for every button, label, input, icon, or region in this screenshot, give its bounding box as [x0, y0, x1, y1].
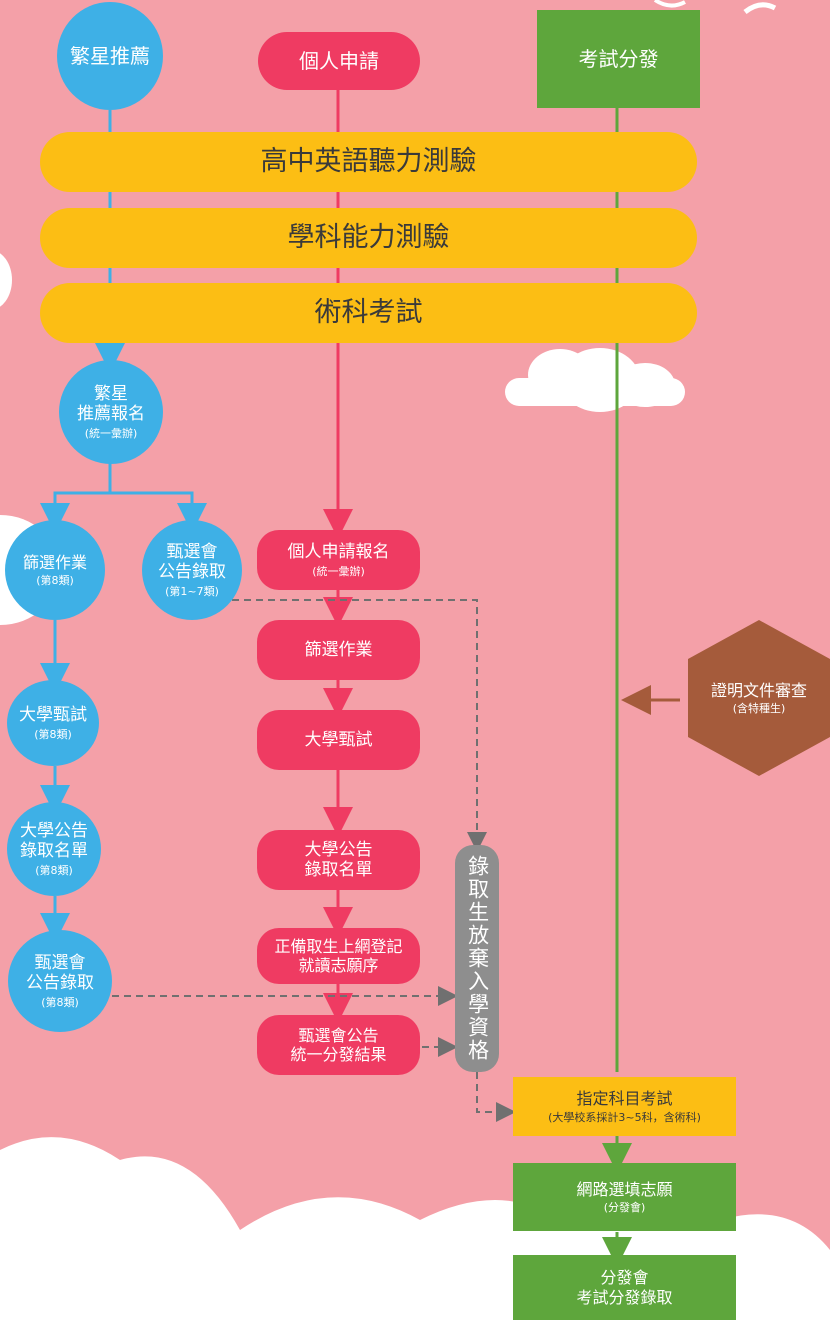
personal-register-note: (統一彙辦) [312, 564, 365, 578]
personal-result-line1: 甄選會公告 [298, 1025, 379, 1045]
star-announce-1-line2: 公告錄取 [158, 562, 226, 583]
personal-online-node: 正備取生上網登記 就讀志願序 [257, 928, 420, 984]
star-announce-1-line1: 甄選會 [166, 542, 218, 563]
personal-track-header: 個人申請 [258, 32, 420, 90]
star-list-line2: 錄取名單 [20, 841, 88, 862]
personal-result-node: 甄選會公告 統一分發結果 [257, 1015, 420, 1075]
star-register-line1: 繁星 [94, 384, 128, 405]
star-interview-node: 大學甄試 (第8類) [7, 680, 99, 766]
waiver-label: 錄取生放棄入學資格 [465, 855, 490, 1062]
final-admission-node: 分發會 考試分發錄取 [513, 1255, 736, 1320]
star-interview-label: 大學甄試 [19, 705, 87, 726]
final-admission-line1: 分發會 [600, 1268, 649, 1288]
star-register-note: (統一彙辦) [84, 426, 138, 440]
star-track-header: 繁星推薦 [57, 2, 163, 110]
subject-exam-note: (大學校系採計3~5科，含術科) [548, 1110, 701, 1124]
personal-list-node: 大學公告 錄取名單 [257, 830, 420, 890]
star-screening-note: (第8類) [36, 574, 74, 587]
personal-result-line2: 統一分發結果 [290, 1045, 387, 1064]
listening-test-band: 高中英語聽力測驗 [40, 132, 697, 192]
star-register-node: 繁星 推薦報名 (統一彙辦) [59, 360, 163, 464]
personal-list-line1: 大學公告 [304, 839, 373, 860]
personal-register-label: 個人申請報名 [287, 542, 390, 563]
star-announce-1-node: 甄選會 公告錄取 (第1~7類) [142, 520, 242, 620]
star-register-line2: 推薦報名 [77, 404, 145, 425]
exam-track-header: 考試分發 [537, 10, 700, 108]
listening-test-label: 高中英語聽力測驗 [260, 145, 477, 177]
star-screening-node: 篩選作業 (第8類) [5, 520, 105, 620]
star-list-note: (第8類) [35, 863, 73, 877]
star-announce-1-note: (第1~7類) [165, 584, 219, 598]
certificate-review-title: 證明文件審查 [710, 680, 807, 700]
choose-preference-note: (分發會) [603, 1201, 646, 1214]
exam-track-label: 考試分發 [578, 47, 659, 71]
star-announce-2-line2: 公告錄取 [26, 973, 94, 994]
personal-screening-node: 篩選作業 [257, 620, 420, 680]
star-list-node: 大學公告 錄取名單 (第8類) [7, 802, 101, 896]
final-admission-line2: 考試分發錄取 [576, 1287, 673, 1307]
star-list-line1: 大學公告 [20, 821, 88, 842]
waiver-node: 錄取生放棄入學資格 [455, 845, 499, 1072]
personal-screening-label: 篩選作業 [304, 639, 373, 660]
choose-preference-label: 網路選填志願 [576, 1179, 673, 1199]
star-announce-2-line1: 甄選會 [34, 953, 86, 974]
star-track-label: 繁星推薦 [70, 44, 150, 68]
subject-exam-node: 指定科目考試 (大學校系採計3~5科，含術科) [513, 1077, 736, 1136]
personal-track-label: 個人申請 [299, 49, 379, 73]
personal-online-line1: 正備取生上網登記 [274, 936, 403, 956]
certificate-review-note: (含特種生) [732, 702, 786, 715]
art-exam-label: 術科考試 [314, 296, 423, 328]
star-announce-2-note: (第8類) [41, 995, 79, 1009]
personal-online-line2: 就讀志願序 [298, 956, 379, 975]
certificate-review-node: 證明文件審查 (含特種生) [688, 620, 830, 776]
personal-register-node: 個人申請報名 (統一彙辦) [257, 530, 420, 590]
subject-exam-label: 指定科目考試 [576, 1089, 673, 1109]
gsat-label: 學科能力測驗 [287, 221, 450, 253]
star-announce-2-node: 甄選會 公告錄取 (第8類) [8, 930, 112, 1032]
art-exam-band: 術科考試 [40, 283, 697, 343]
star-screening-label: 篩選作業 [22, 552, 87, 572]
star-interview-note: (第8類) [34, 727, 72, 741]
personal-list-line2: 錄取名單 [304, 860, 373, 880]
personal-interview-label: 大學甄試 [304, 729, 373, 750]
personal-interview-node: 大學甄試 [257, 710, 420, 770]
choose-preference-node: 網路選填志願 (分發會) [513, 1163, 736, 1231]
gsat-band: 學科能力測驗 [40, 208, 697, 268]
